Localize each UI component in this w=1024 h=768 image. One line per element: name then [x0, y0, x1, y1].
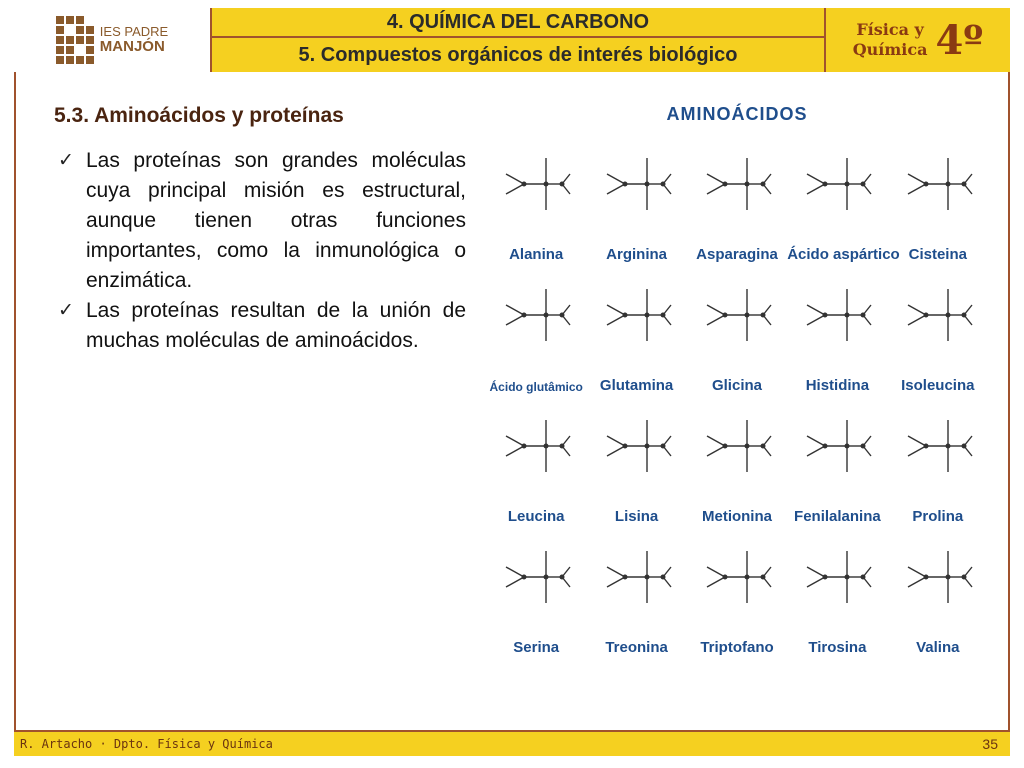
subject-badge: Física y Química 4º	[824, 8, 1010, 72]
subject-name: Física y Química	[853, 20, 928, 60]
amino-acid-name: Glicina	[711, 377, 762, 394]
page-number: 35	[982, 736, 998, 752]
amino-acid-cell: Leucina	[486, 402, 586, 533]
amino-acid-cell: Prolina	[888, 402, 988, 533]
molecule-structure-icon	[606, 289, 672, 341]
amino-acid-cell: Metionina	[687, 402, 787, 533]
amino-acids-grid: Alanina Arginina Asparagina Ácido aspárt…	[486, 140, 988, 664]
amino-acid-name: Cisteina	[908, 246, 967, 263]
slide-footer: R. Artacho · Dpto. Física y Química 35	[14, 730, 1010, 756]
subject-line1: Física y	[856, 20, 924, 39]
grade-label: 4º	[935, 16, 984, 64]
header-titles: 4. QUÍMICA DEL CARBONO 5. Compuestos org…	[212, 8, 824, 74]
amino-acid-cell: Asparagina	[687, 140, 787, 271]
section-title: 5.3. Aminoácidos y proteínas	[54, 104, 344, 127]
molecule-structure-icon	[807, 289, 872, 341]
unit-title: 4. QUÍMICA DEL CARBONO	[212, 8, 824, 38]
amino-acid-cell: Treonina	[586, 533, 686, 664]
unit-subtitle: 5. Compuestos orgánicos de interés bioló…	[212, 38, 824, 72]
molecule-structure-icon	[907, 158, 973, 210]
amino-acid-name: Metionina	[701, 508, 772, 525]
amino-acid-name: Fenilalanina	[794, 508, 881, 525]
amino-acid-cell: Isoleucina	[888, 271, 988, 402]
amino-acid-cell: Valina	[888, 533, 988, 664]
molecule-structure-icon	[807, 551, 872, 603]
amino-acid-name: Prolina	[912, 508, 964, 525]
checkmark-icon: ✓	[58, 150, 74, 171]
molecule-structure-icon	[505, 420, 571, 472]
amino-acid-name: Asparagina	[696, 246, 778, 263]
amino-acid-name: Triptofano	[700, 639, 774, 656]
amino-acid-cell: Cisteina	[888, 140, 988, 271]
logo-line2: MANJÓN	[99, 37, 165, 55]
amino-acid-cell: Glutamina	[586, 271, 686, 402]
molecule-structure-icon	[606, 551, 672, 603]
bullet-item: ✓ Las proteínas son grandes moléculas cuy…	[58, 146, 466, 296]
logo-grid-icon	[55, 16, 94, 64]
molecule-structure-icon	[606, 420, 672, 472]
molecule-structure-icon	[706, 289, 772, 341]
amino-acid-cell: Serina	[486, 533, 586, 664]
amino-acid-name: Leucina	[507, 508, 565, 525]
molecule-structure-icon	[606, 158, 672, 210]
amino-acid-cell: Lisina	[586, 402, 686, 533]
bullet-text: Las proteínas son grandes moléculas cuya…	[86, 149, 466, 292]
amino-acid-name: Arginina	[606, 246, 668, 263]
amino-acid-cell: Histidina	[787, 271, 887, 402]
amino-acid-cell: Arginina	[586, 140, 686, 271]
molecule-structure-icon	[706, 551, 772, 603]
amino-acid-cell: Triptofano	[687, 533, 787, 664]
subject-line2: Química	[852, 40, 928, 59]
amino-acid-name: Ácido aspártico	[787, 246, 900, 263]
footer-author: R. Artacho · Dpto. Física y Química	[20, 737, 273, 751]
amino-acid-name: Treonina	[605, 639, 668, 656]
amino-acid-cell: Ácido glutâmico	[486, 271, 586, 402]
amino-acid-name: Ácido glutâmico	[489, 380, 583, 394]
amino-acid-cell: Glicina	[687, 271, 787, 402]
molecule-structure-icon	[706, 420, 772, 472]
amino-acid-name: Valina	[916, 639, 960, 656]
amino-acids-title: AMINOÁCIDOS	[666, 104, 808, 124]
amino-acids-figure: AMINOÁCIDOS Alanina Arginina Asparagina …	[486, 96, 988, 674]
school-logo: IES PADRE MANJÓN	[14, 8, 212, 72]
molecule-structure-icon	[505, 158, 571, 210]
amino-acid-name: Glutamina	[599, 377, 674, 394]
molecule-structure-icon	[807, 420, 872, 472]
bullet-text: Las proteínas resultan de la unión de mu…	[86, 299, 466, 352]
amino-acid-name: Serina	[513, 639, 560, 656]
amino-acid-cell: Ácido aspártico	[787, 140, 900, 271]
amino-acid-name: Lisina	[614, 508, 659, 525]
molecule-structure-icon	[907, 289, 973, 341]
amino-acid-name: Alanina	[509, 246, 564, 263]
logo-line1: IES PADRE	[99, 24, 169, 40]
molecule-structure-icon	[907, 420, 973, 472]
molecule-structure-icon	[505, 289, 571, 341]
amino-acid-cell: Tirosina	[787, 533, 887, 664]
slide-header: IES PADRE MANJÓN 4. QUÍMICA DEL CARBONO …	[14, 8, 1010, 74]
molecule-structure-icon	[807, 158, 872, 210]
bullet-list: ✓ Las proteínas son grandes moléculas cuy…	[58, 146, 466, 356]
bullet-item: ✓ Las proteínas resultan de la unión de m…	[58, 296, 466, 356]
amino-acid-name: Tirosina	[808, 639, 867, 656]
amino-acid-name: Histidina	[805, 377, 870, 394]
molecule-structure-icon	[907, 551, 973, 603]
molecule-structure-icon	[505, 551, 571, 603]
checkmark-icon: ✓	[58, 300, 74, 321]
molecule-structure-icon	[706, 158, 772, 210]
logo-text: IES PADRE MANJÓN	[100, 25, 168, 54]
amino-acid-cell: Fenilalanina	[787, 402, 887, 533]
amino-acid-name: Isoleucina	[901, 377, 975, 394]
amino-acid-cell: Alanina	[486, 140, 586, 271]
